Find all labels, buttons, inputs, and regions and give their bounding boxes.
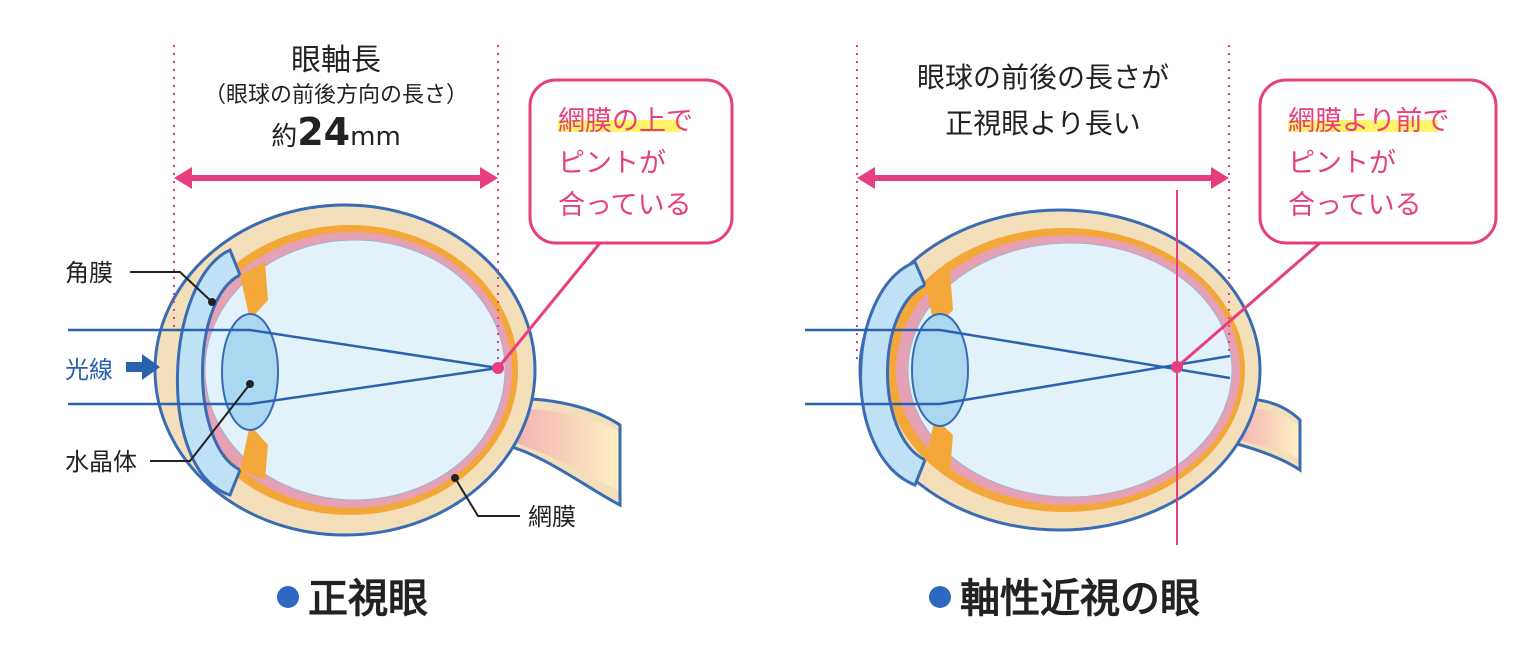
cornea-myopia [859,260,927,487]
svg-text:網膜の上で: 網膜の上で [558,106,693,137]
myopia-callout: 網膜より前で ピントが 合っている [1176,78,1498,369]
vitreous-body [204,239,506,501]
myopia-desc-line-1: 眼球の前後の長さが [917,61,1169,94]
caption-myopia: 軸性近視の眼 [960,576,1200,622]
axial-length-title: 眼軸長 [291,43,381,78]
svg-text:網膜より前で: 網膜より前で [1288,106,1449,137]
caption-bullet-normal [277,586,299,608]
value-number: 24 [297,110,350,154]
label-cornea: 角膜 [65,259,113,287]
value-prefix: 約 [271,122,297,152]
axial-length-value: 約24mm [271,110,401,154]
callout-suffix: で [666,106,693,137]
myopia-guides [856,45,1230,360]
callout-highlight: 網膜の上 [558,106,666,137]
myopia-callout-line-3: 合っている [1288,190,1422,221]
axial-length-subtitle: （眼球の前後方向の長さ） [204,83,468,108]
label-rays: 光線 [65,356,113,384]
myopia-eye-illustration [858,208,1302,532]
myopia-callout-highlight: 網膜より前 [1288,106,1422,137]
label-retina: 網膜 [528,503,576,531]
rays-arrow-icon [126,354,160,380]
value-unit: mm [350,122,401,152]
vitreous-myopia [907,242,1233,498]
ciliary-body-top [240,262,268,320]
normal-guides [173,45,499,360]
callout-line-3: 合っている [558,190,692,221]
lens [221,313,279,431]
cornea [175,247,242,497]
callout-line-2: ピントが [558,148,666,179]
myopia-desc-line-2: 正視眼より長い [945,107,1140,140]
myopia-callout-suffix: で [1422,106,1449,137]
normal-light-rays [68,328,504,406]
caption-bullet-myopia [929,586,951,608]
lens-myopia [911,313,969,427]
part-labels: 角膜 光線 水晶体 網膜 [65,259,576,531]
normal-callout: 網膜の上で ピントが 合っている [496,78,734,369]
ciliary-body-bottom [240,425,268,480]
myopia-callout-line-2: ピントが [1288,148,1396,179]
label-lens: 水晶体 [65,448,137,476]
caption-normal: 正視眼 [308,576,428,622]
normal-eye-illustration [153,203,622,537]
